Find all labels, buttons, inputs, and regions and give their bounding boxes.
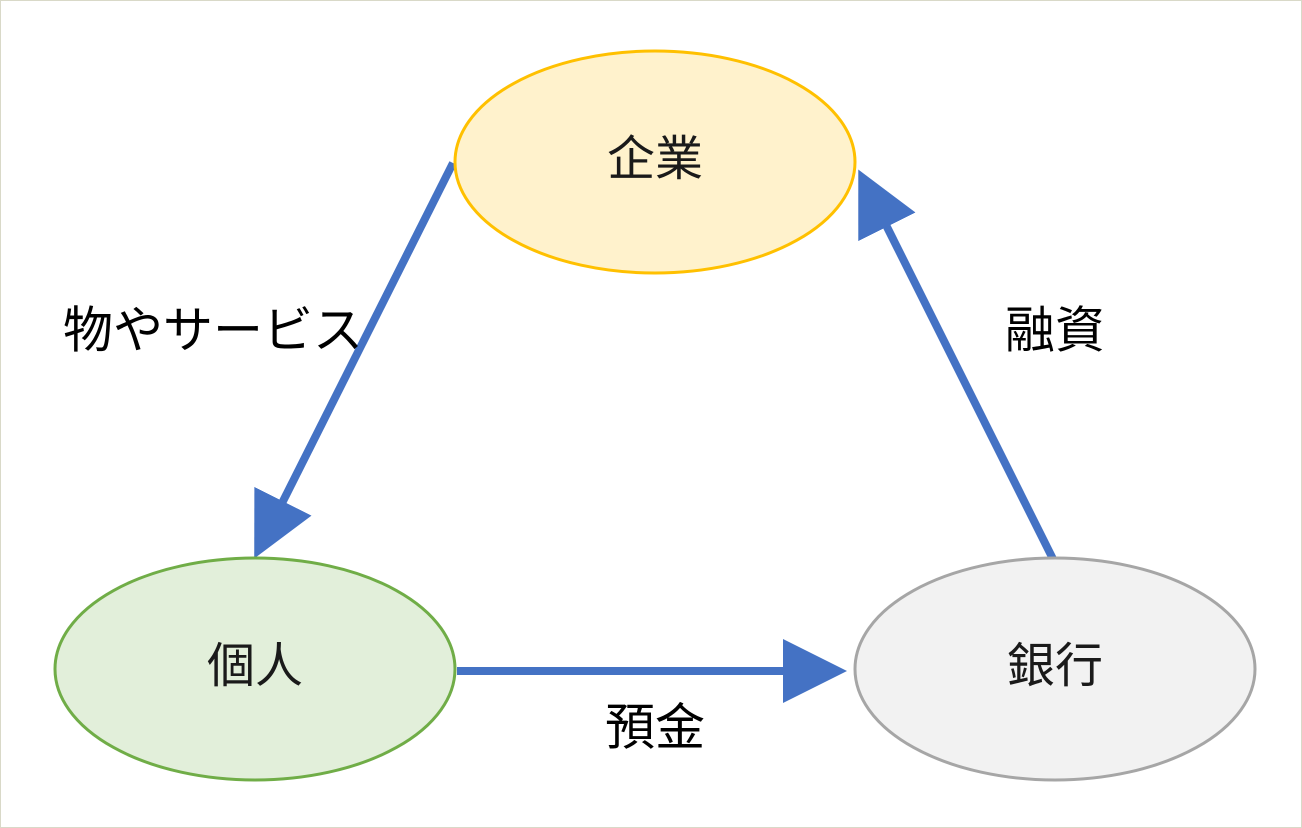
deposit-label: 預金 xyxy=(605,699,705,757)
loan-label: 融資 xyxy=(1005,302,1105,360)
goods-services-label: 物やサービス xyxy=(63,302,363,360)
node-individual: 個人 xyxy=(53,556,457,782)
individual-ellipse xyxy=(53,556,457,782)
individual-label: 個人 xyxy=(207,638,303,694)
company-label: 企業 xyxy=(607,131,703,187)
node-company: 企業 xyxy=(453,49,857,275)
node-bank: 銀行 xyxy=(853,556,1257,782)
arrow-loan xyxy=(858,169,1057,561)
arrow-goods-services xyxy=(254,161,457,559)
bank-ellipse xyxy=(853,556,1257,782)
company-ellipse xyxy=(453,49,857,275)
bank-label: 銀行 xyxy=(1007,638,1103,694)
